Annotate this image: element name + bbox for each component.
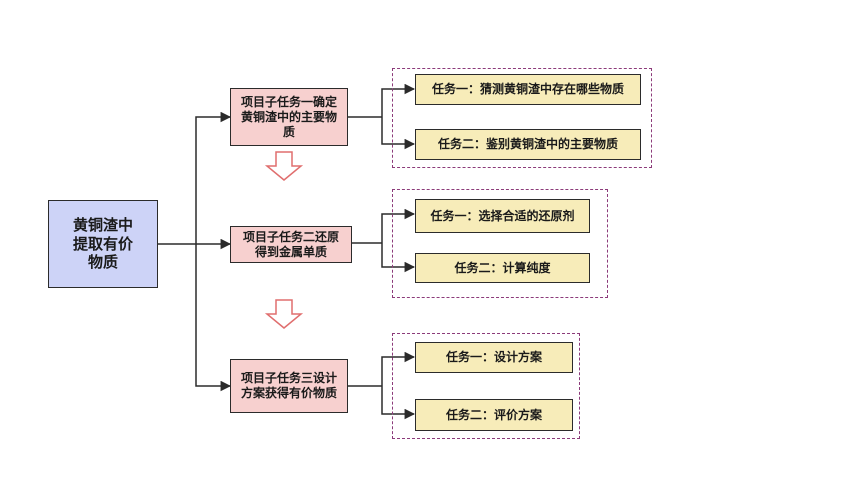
- project-2-label: 项目子任务二还原得到金属单质: [242, 229, 339, 259]
- project-1-connectors: [348, 83, 416, 150]
- task-1-2-label: 任务二：鉴别黄铜渣中的主要物质: [437, 137, 618, 151]
- task-node-3-1: 任务一：设计方案: [415, 342, 573, 373]
- task-3-2-label: 任务二：评价方案: [445, 407, 542, 422]
- root-connectors: [158, 111, 232, 392]
- task-group-3: [392, 333, 580, 439]
- project-node-2: 项目子任务二还原得到金属单质: [230, 226, 352, 263]
- task-node-2-1: 任务一：选择合适的还原剂: [415, 199, 590, 233]
- task-node-2-2: 任务二：计算纯度: [415, 253, 590, 283]
- project-node-1: 项目子任务一确定黄铜渣中的主要物质: [230, 88, 348, 146]
- project-1-label: 项目子任务一确定黄铜渣中的主要物质: [240, 94, 337, 139]
- task-node-3-2: 任务二：评价方案: [415, 399, 573, 431]
- task-1-1-label: 任务一：猜测黄铜渣中存在哪些物质: [431, 82, 624, 96]
- task-node-1-1: 任务一：猜测黄铜渣中存在哪些物质: [415, 74, 641, 105]
- task-2-1-label: 任务一：选择合适的还原剂: [430, 208, 575, 223]
- down-arrow-1: [264, 151, 304, 181]
- task-node-1-2: 任务二：鉴别黄铜渣中的主要物质: [415, 129, 641, 160]
- project-3-connectors: [348, 351, 416, 420]
- project-2-connectors: [352, 208, 416, 273]
- project-node-3: 项目子任务三设计方案获得有价物质: [230, 359, 348, 413]
- down-arrow-2: [264, 299, 304, 329]
- root-label: 黄铜渣中提取有价物质: [72, 215, 133, 272]
- task-3-1-label: 任务一：设计方案: [445, 350, 542, 364]
- task-group-2: [392, 189, 608, 298]
- project-3-label: 项目子任务三设计方案获得有价物质: [240, 371, 337, 400]
- task-2-2-label: 任务二：计算纯度: [454, 260, 551, 275]
- root-node: 黄铜渣中提取有价物质: [48, 200, 158, 288]
- task-group-1: [392, 68, 652, 168]
